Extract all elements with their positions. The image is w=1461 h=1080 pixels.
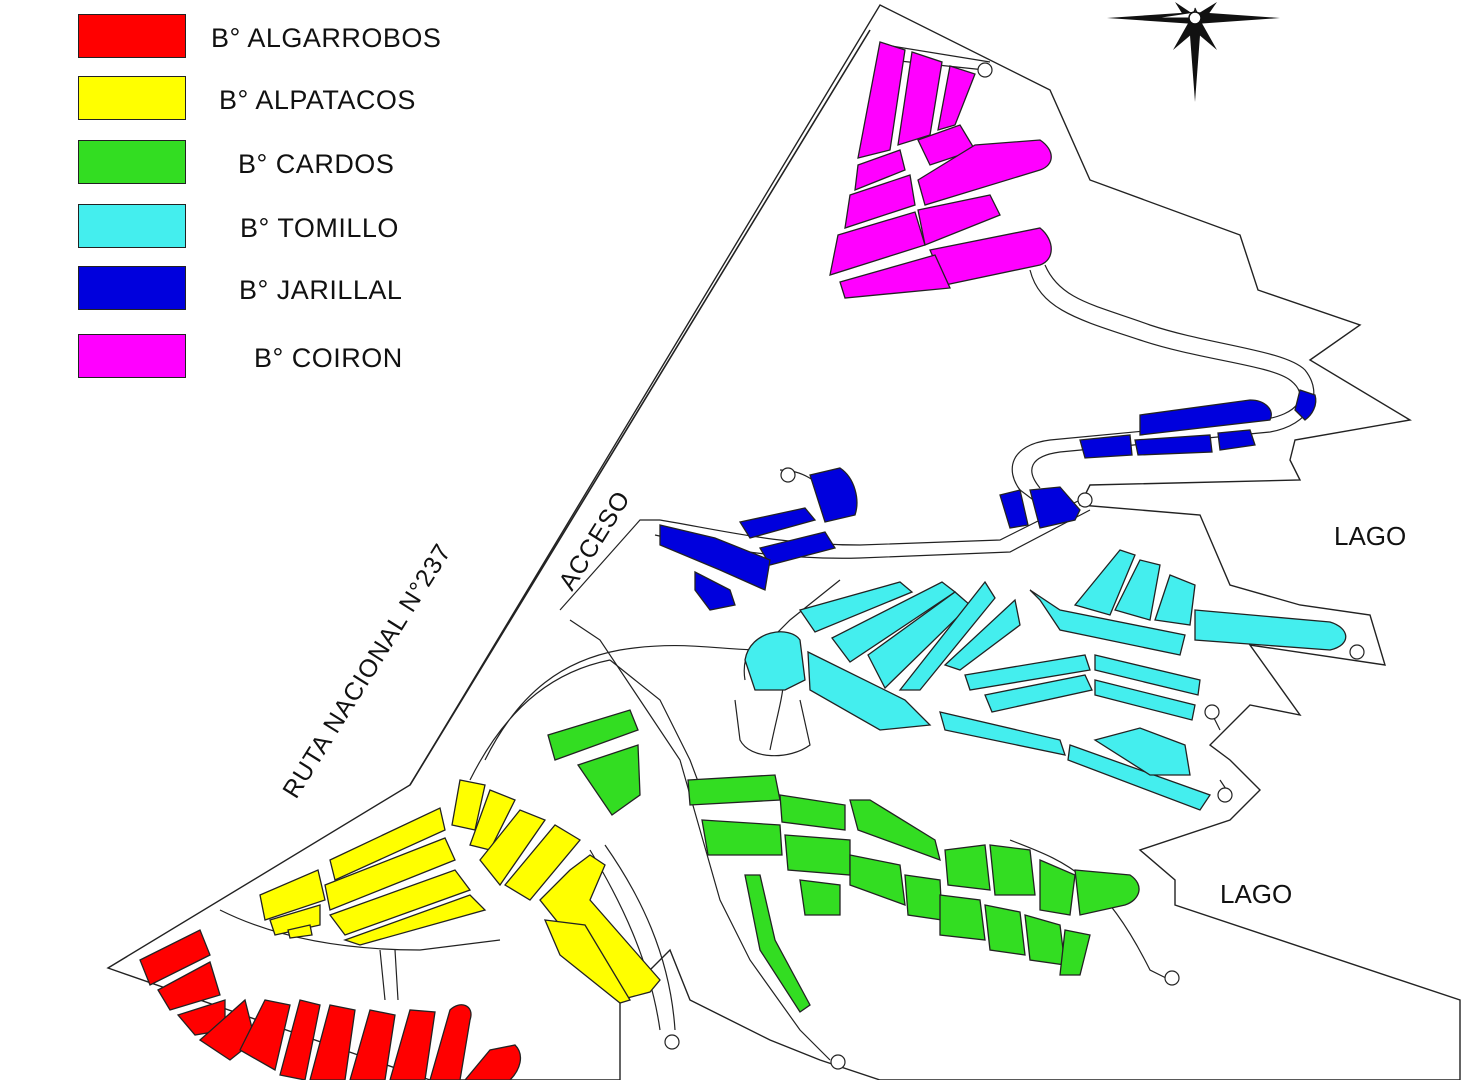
legend-item-algarrobos: B° ALGARROBOS — [78, 14, 498, 60]
lake-label-upper: LAGO — [1334, 521, 1407, 551]
legend-item-jarillal: B° JARILLAL — [78, 266, 498, 312]
legend-swatch-jarillal — [78, 266, 186, 310]
legend-item-coiron: B° COIRON — [78, 334, 498, 380]
legend-swatch-tomillo — [78, 204, 186, 248]
legend-item-cardos: B° CARDOS — [78, 140, 498, 186]
legend-swatch-algarrobos — [78, 14, 186, 58]
compass-rose-icon — [1107, 2, 1280, 102]
legend-label-tomillo: B° TOMILLO — [240, 213, 399, 243]
route-237-line — [409, 29, 871, 786]
legend-item-tomillo: B° TOMILLO — [78, 204, 498, 250]
zone-algarrobos — [139, 929, 522, 1080]
legend-swatch-cardos — [78, 140, 186, 184]
legend-swatch-coiron — [78, 334, 186, 378]
legend-label-jarillal: B° JARILLAL — [239, 275, 403, 305]
legend-label-cardos: B° CARDOS — [238, 149, 395, 179]
zone-tomillo — [744, 549, 1347, 811]
legend-label-alpatacos: B° ALPATACOS — [219, 85, 416, 115]
zone-coiron — [829, 41, 1052, 299]
zone-alpatacos — [259, 779, 661, 1004]
legend-label-algarrobos: B° ALGARROBOS — [211, 23, 442, 53]
zone-cardos — [547, 709, 1140, 1013]
zone-jarillal — [659, 389, 1317, 611]
legend-item-alpatacos: B° ALPATACOS — [78, 76, 498, 122]
lake-label-lower: LAGO — [1220, 879, 1293, 909]
legend-swatch-alpatacos — [78, 76, 186, 120]
legend-label-coiron: B° COIRON — [254, 343, 403, 373]
